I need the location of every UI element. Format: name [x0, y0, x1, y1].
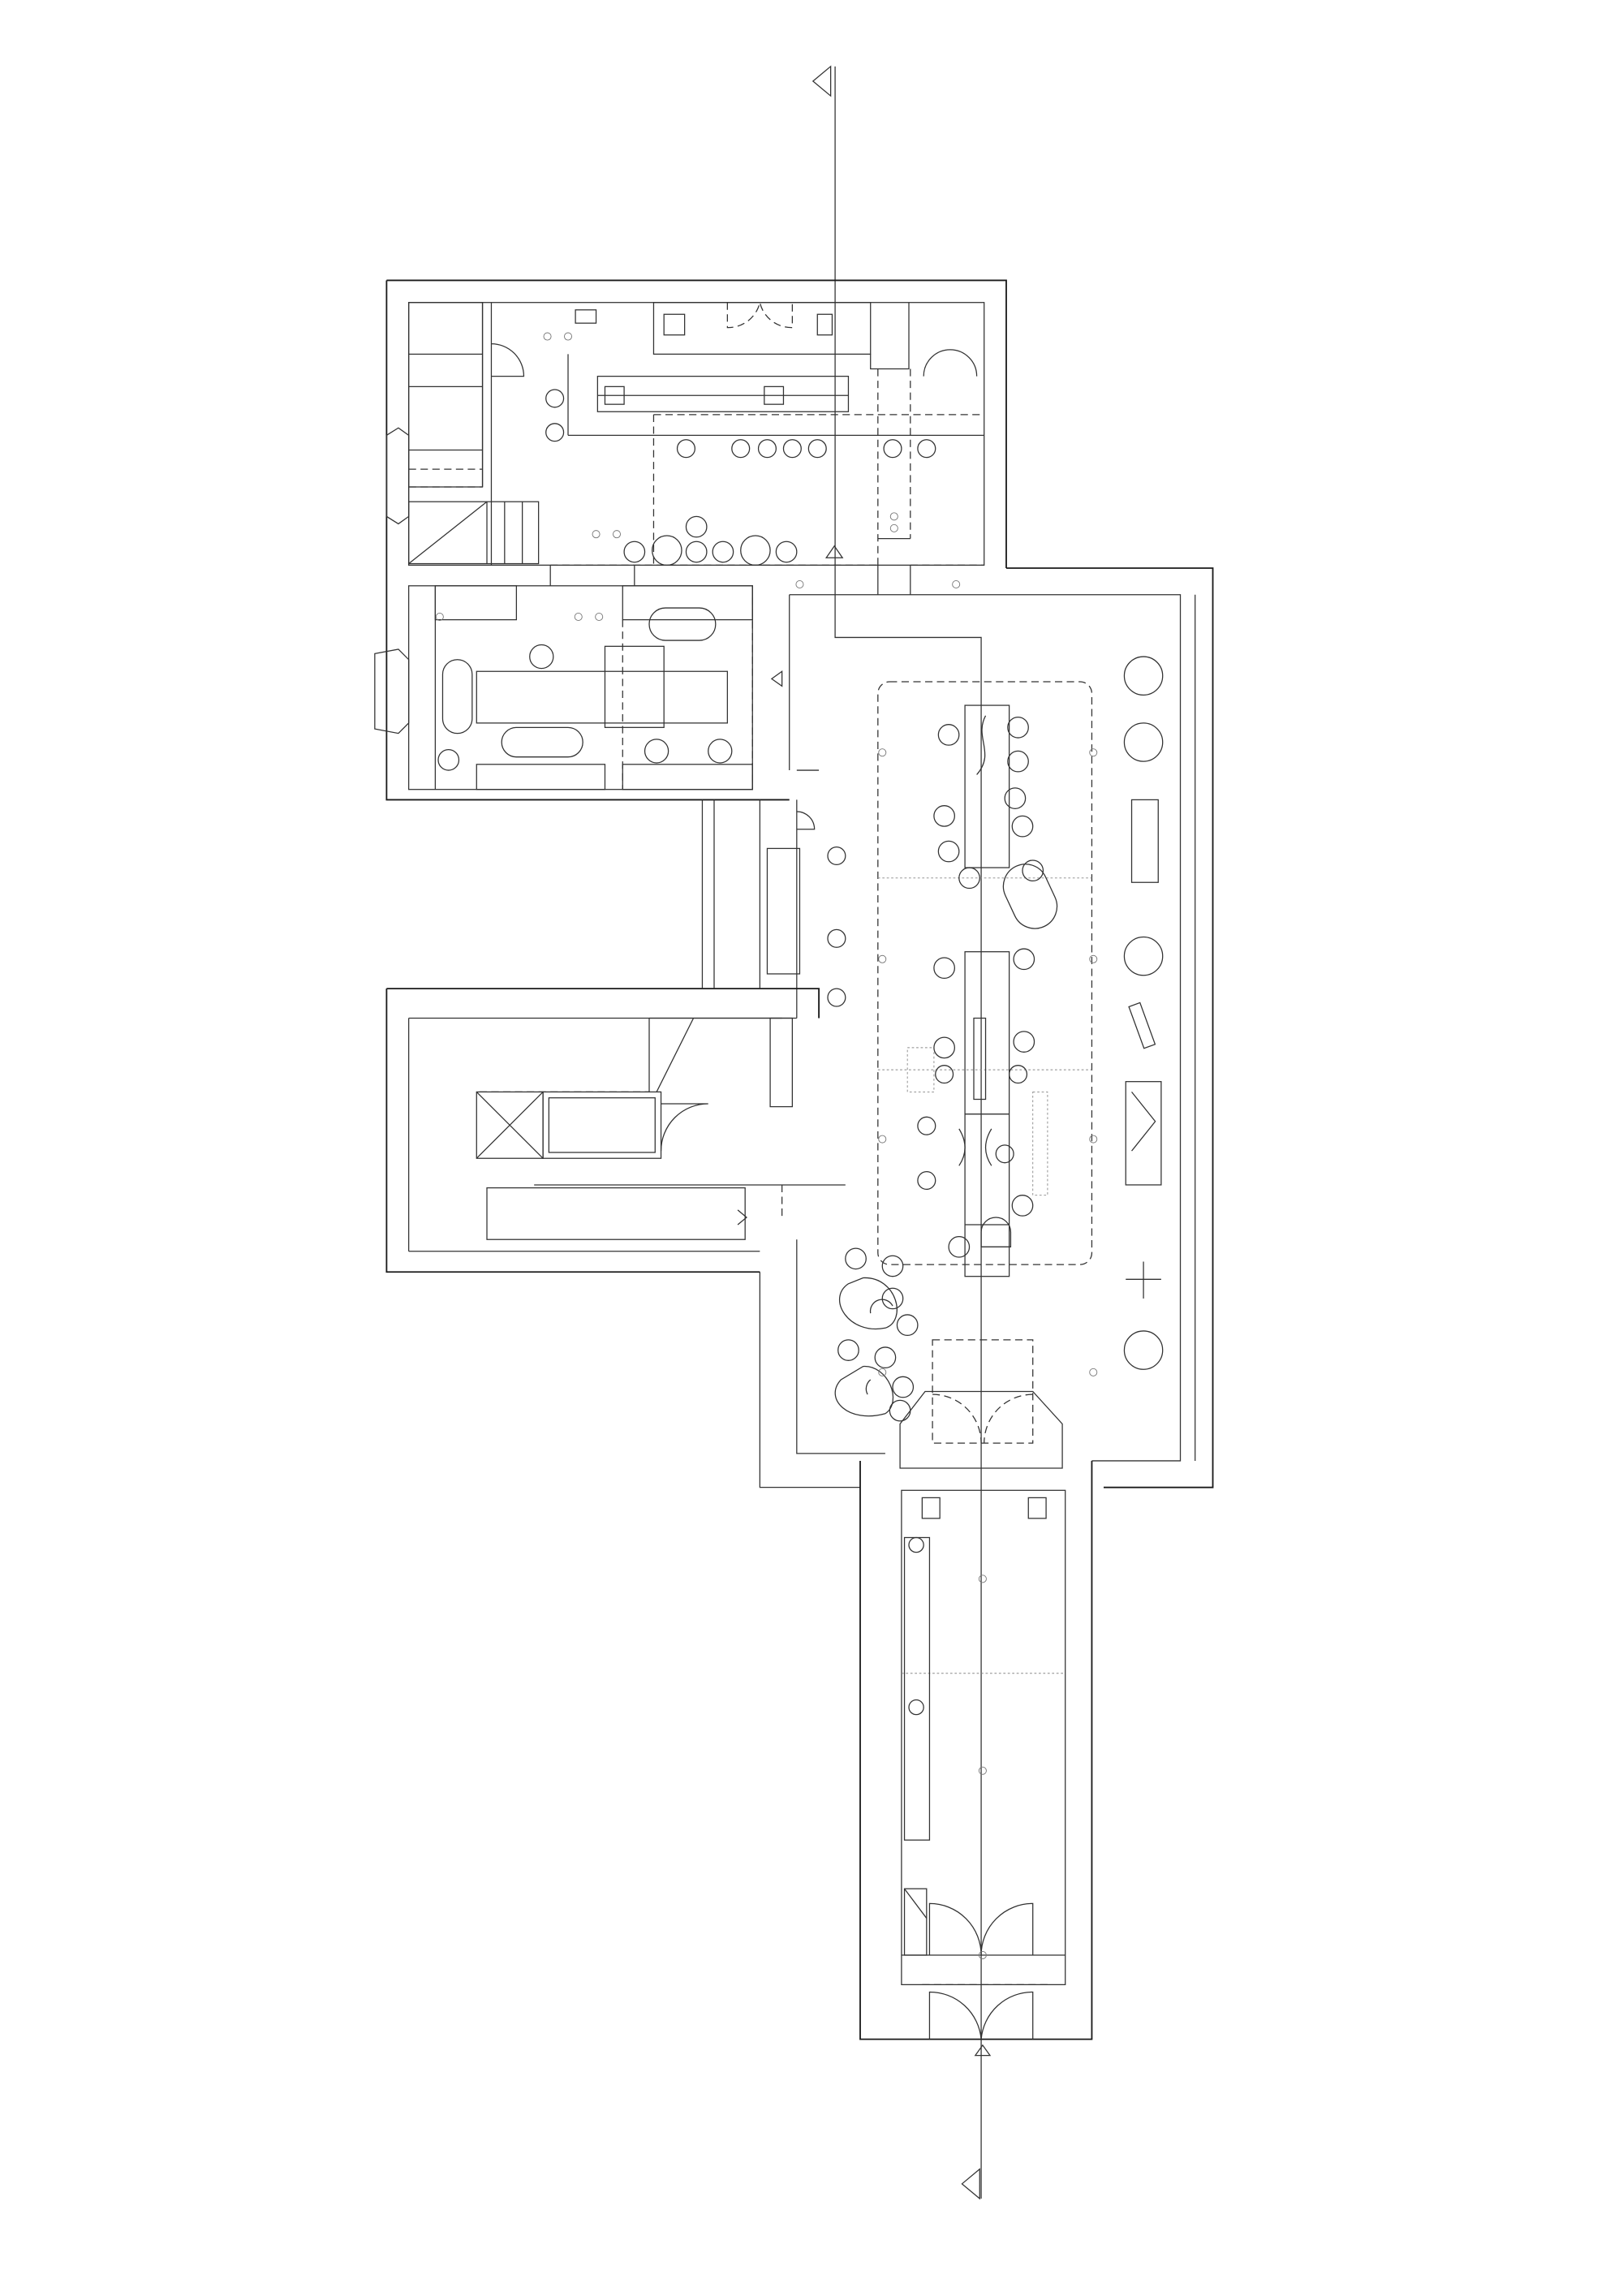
seat-circle	[933, 1036, 955, 1059]
seat-circle	[881, 1287, 904, 1310]
seat-circle	[652, 535, 682, 566]
seat-circle	[883, 439, 902, 459]
light-fixture-icon	[543, 332, 552, 341]
section-marker-top	[812, 65, 832, 97]
light-fixtures	[435, 332, 1098, 1960]
upper-rooms	[385, 279, 1007, 801]
seat-circle	[644, 739, 669, 764]
seat-circle	[892, 1376, 915, 1398]
furniture-circles	[437, 389, 1164, 1716]
section-marker-bottom	[961, 2168, 980, 2200]
seat-circle	[995, 1144, 1014, 1164]
light-fixture-icon	[435, 612, 444, 621]
seat-circle	[1123, 722, 1164, 762]
seat-circle	[937, 724, 960, 746]
seat-circle	[708, 739, 733, 764]
light-fixture-icon	[564, 332, 573, 341]
light-fixture-icon	[878, 954, 887, 963]
light-fixture-icon	[1089, 1135, 1098, 1144]
seat-circle	[740, 535, 771, 566]
lounge-room	[374, 585, 783, 790]
light-fixture-icon	[595, 612, 604, 621]
light-fixture-icon	[574, 612, 583, 621]
seat-circle	[1011, 815, 1034, 838]
seat-circle	[1013, 1031, 1035, 1053]
seat-circle	[757, 439, 777, 459]
seat-circle	[881, 1255, 904, 1277]
seat-circle	[1011, 1195, 1034, 1217]
seat-circle	[845, 1247, 867, 1270]
seat-circle	[917, 1170, 936, 1191]
seat-circle	[1022, 859, 1044, 882]
seat-circle	[908, 1699, 924, 1716]
seat-circle	[917, 1116, 936, 1135]
seat-circle	[1123, 1330, 1164, 1370]
light-fixture-icon	[889, 523, 898, 532]
seat-circle	[782, 439, 802, 459]
stair-core	[385, 799, 846, 1273]
seat-circle	[775, 541, 798, 563]
section-marker-entrance	[974, 2044, 992, 2057]
seat-circle	[676, 439, 696, 459]
seat-circle	[827, 846, 846, 866]
light-fixture-icon	[1089, 748, 1098, 757]
seat-circle	[1007, 750, 1029, 773]
door-swing	[491, 342, 525, 377]
seat-circle	[917, 439, 936, 459]
light-fixture-icon	[878, 1135, 887, 1144]
bay-window-upper	[385, 427, 410, 525]
seat-circle	[827, 988, 846, 1007]
seat-circle	[827, 928, 846, 948]
bay-window-lower	[374, 648, 410, 734]
seat-circle	[958, 867, 980, 890]
seat-circle	[1123, 936, 1164, 976]
seat-circle	[1013, 948, 1035, 971]
light-fixture-icon	[952, 579, 961, 588]
light-fixture-icon	[889, 512, 898, 521]
seat-circle	[933, 957, 955, 980]
seat-circle	[623, 541, 646, 563]
light-fixture-icon	[1089, 954, 1098, 963]
light-fixture-icon	[978, 1766, 987, 1775]
seat-circle	[1008, 1065, 1028, 1084]
seat-circle	[948, 1235, 971, 1258]
entrance-corridor	[859, 1339, 1093, 2040]
seat-circle	[874, 1346, 897, 1369]
seat-circle	[685, 515, 708, 538]
light-fixture-icon	[795, 579, 804, 588]
main-hall	[759, 567, 1214, 1488]
seat-circle	[935, 1065, 954, 1084]
seat-circle	[731, 439, 751, 459]
seat-circle	[937, 840, 960, 863]
seat-circle	[837, 1339, 859, 1361]
light-fixture-icon	[978, 1951, 987, 1960]
seat-circle	[529, 644, 554, 670]
seat-circle	[437, 748, 460, 771]
seat-circle	[685, 541, 708, 563]
seat-circle	[889, 1399, 911, 1422]
section-line	[812, 65, 992, 2200]
light-fixture-icon	[613, 530, 622, 539]
arched-niche	[923, 349, 978, 377]
seat-circle	[1004, 787, 1027, 809]
seat-circle	[807, 439, 827, 459]
light-fixture-icon	[1089, 1368, 1098, 1376]
seat-circle	[896, 1314, 919, 1337]
seat-circle	[545, 389, 565, 408]
seat-circle	[933, 805, 955, 827]
seat-circle	[545, 423, 565, 442]
seat-circle	[1007, 716, 1029, 739]
light-fixture-icon	[878, 748, 887, 757]
seat-circle	[1123, 656, 1164, 696]
seat-circle	[908, 1536, 924, 1553]
seat-circle	[712, 541, 734, 563]
light-fixture-icon	[978, 1574, 987, 1583]
light-fixture-icon	[592, 530, 601, 539]
section-marker-mid	[824, 545, 844, 558]
light-fixture-icon	[878, 1368, 887, 1376]
